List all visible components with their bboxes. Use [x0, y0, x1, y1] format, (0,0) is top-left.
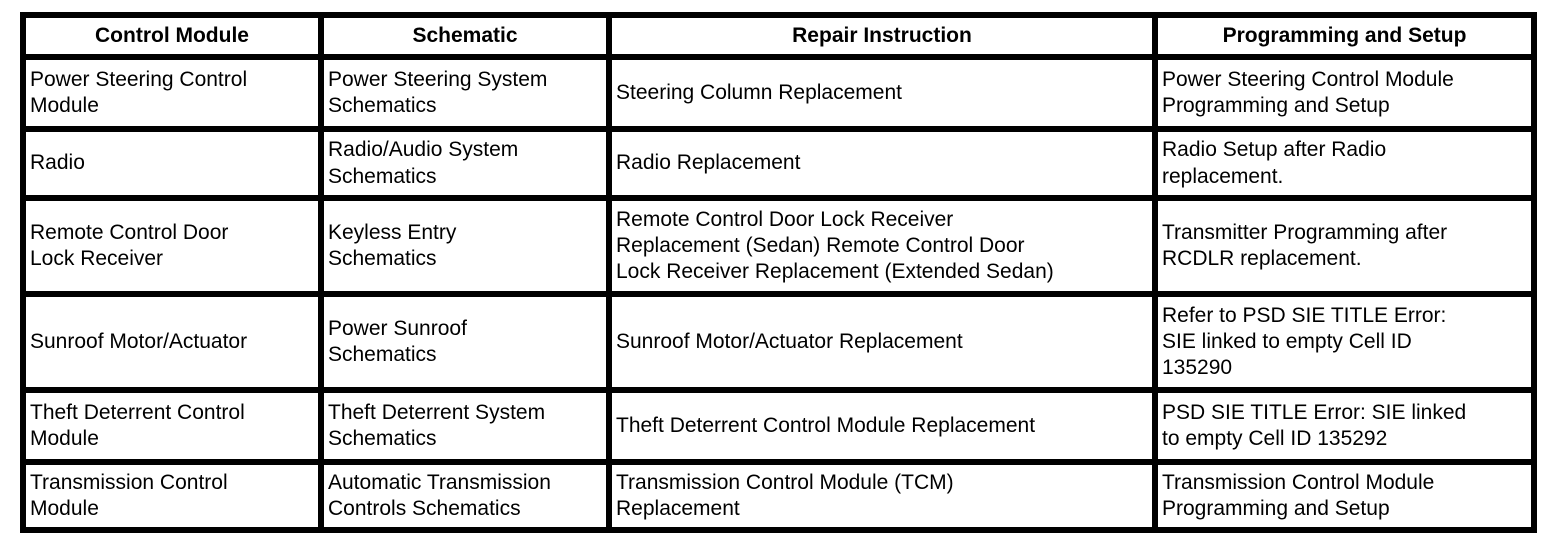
header-row: Control Module Schematic Repair Instruct…	[20, 12, 1537, 60]
cell-programming-setup: Power Steering Control Module Programmin…	[1152, 54, 1537, 132]
cell-schematic: Keyless Entry Schematics	[318, 195, 612, 297]
cell-schematic: Theft Deterrent System Schematics	[318, 387, 612, 465]
column-header-repair-instruction: Repair Instruction	[606, 12, 1158, 60]
cell-repair-instruction: Radio Replacement	[606, 126, 1158, 201]
cell-programming-setup: Refer to PSD SIE TITLE Error: SIE linked…	[1152, 291, 1537, 393]
table-row-transmission: Transmission Control Module Automatic Tr…	[20, 459, 1537, 533]
cell-repair-instruction: Sunroof Motor/Actuator Replacement	[606, 291, 1158, 393]
table-row-radio: Radio Radio/Audio System Schematics Radi…	[20, 126, 1537, 201]
table-row-theft-deterrent: Theft Deterrent Control Module Theft Det…	[20, 387, 1537, 465]
cell-control-module: Remote Control Door Lock Receiver	[20, 195, 324, 297]
table-row-sunroof: Sunroof Motor/Actuator Power Sunroof Sch…	[20, 291, 1537, 393]
cell-control-module: Radio	[20, 126, 324, 201]
cell-control-module: Theft Deterrent Control Module	[20, 387, 324, 465]
cell-repair-instruction: Theft Deterrent Control Module Replaceme…	[606, 387, 1158, 465]
column-header-schematic: Schematic	[318, 12, 612, 60]
column-header-programming-and-setup: Programming and Setup	[1152, 12, 1537, 60]
cell-schematic: Power Steering System Schematics	[318, 54, 612, 132]
column-header-control-module: Control Module	[20, 12, 324, 60]
cell-control-module: Transmission Control Module	[20, 459, 324, 533]
cell-repair-instruction: Steering Column Replacement	[606, 54, 1158, 132]
cell-control-module: Sunroof Motor/Actuator	[20, 291, 324, 393]
cell-schematic: Power Sunroof Schematics	[318, 291, 612, 393]
cell-programming-setup: Transmitter Programming after RCDLR repl…	[1152, 195, 1537, 297]
cell-programming-setup: Transmission Control Module Programming …	[1152, 459, 1537, 533]
table-row-power-steering: Power Steering Control Module Power Stee…	[20, 54, 1537, 132]
table-row-rcdlr: Remote Control Door Lock Receiver Keyles…	[20, 195, 1537, 297]
cell-programming-setup: Radio Setup after Radio replacement.	[1152, 126, 1537, 201]
cell-repair-instruction: Transmission Control Module (TCM) Replac…	[606, 459, 1158, 533]
cell-schematic: Radio/Audio System Schematics	[318, 126, 612, 201]
control-module-table: Control Module Schematic Repair Instruct…	[20, 12, 1537, 533]
cell-programming-setup: PSD SIE TITLE Error: SIE linked to empty…	[1152, 387, 1537, 465]
cell-control-module: Power Steering Control Module	[20, 54, 324, 132]
cell-schematic: Automatic Transmission Controls Schemati…	[318, 459, 612, 533]
cell-repair-instruction: Remote Control Door Lock Receiver Replac…	[606, 195, 1158, 297]
